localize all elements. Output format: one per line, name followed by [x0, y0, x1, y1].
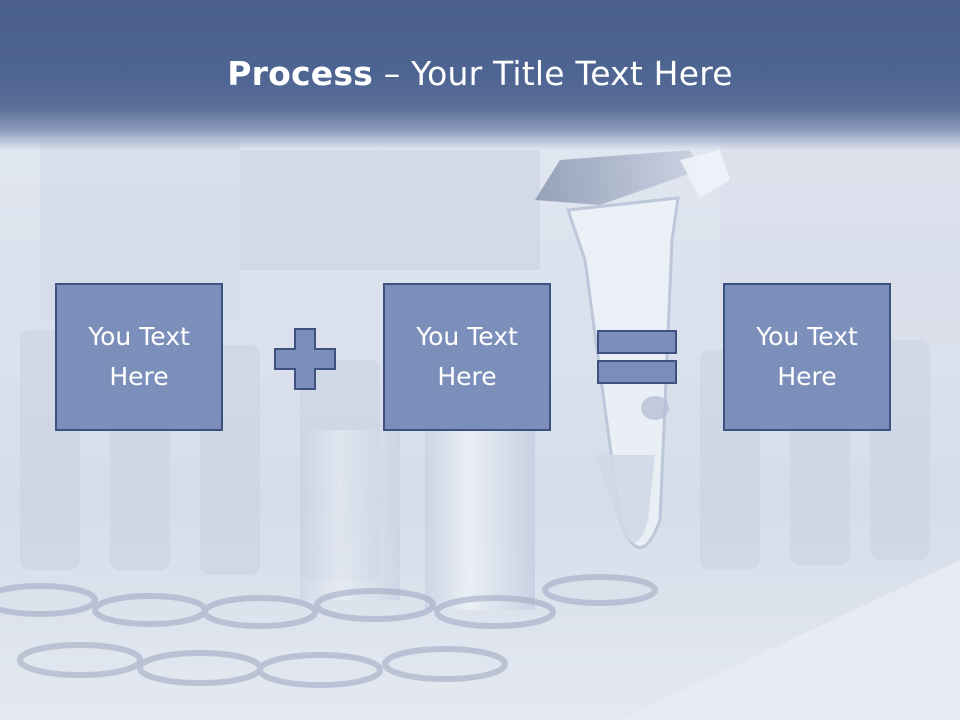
- text-box-3[interactable]: You Text Here: [723, 283, 891, 431]
- plus-icon: [274, 328, 336, 390]
- equals-icon: [597, 330, 677, 384]
- text-box-1-label: You Text Here: [88, 322, 190, 391]
- text-box-3-label: You Text Here: [756, 322, 858, 391]
- text-box-2-label: You Text Here: [416, 322, 518, 391]
- title-bold-part: Process: [227, 54, 374, 93]
- slide-title[interactable]: Process – Your Title Text Here: [0, 52, 960, 96]
- title-rest-part: – Your Title Text Here: [373, 54, 733, 93]
- title-bar: [0, 0, 960, 150]
- text-box-2[interactable]: You Text Here: [383, 283, 551, 431]
- text-box-1[interactable]: You Text Here: [55, 283, 223, 431]
